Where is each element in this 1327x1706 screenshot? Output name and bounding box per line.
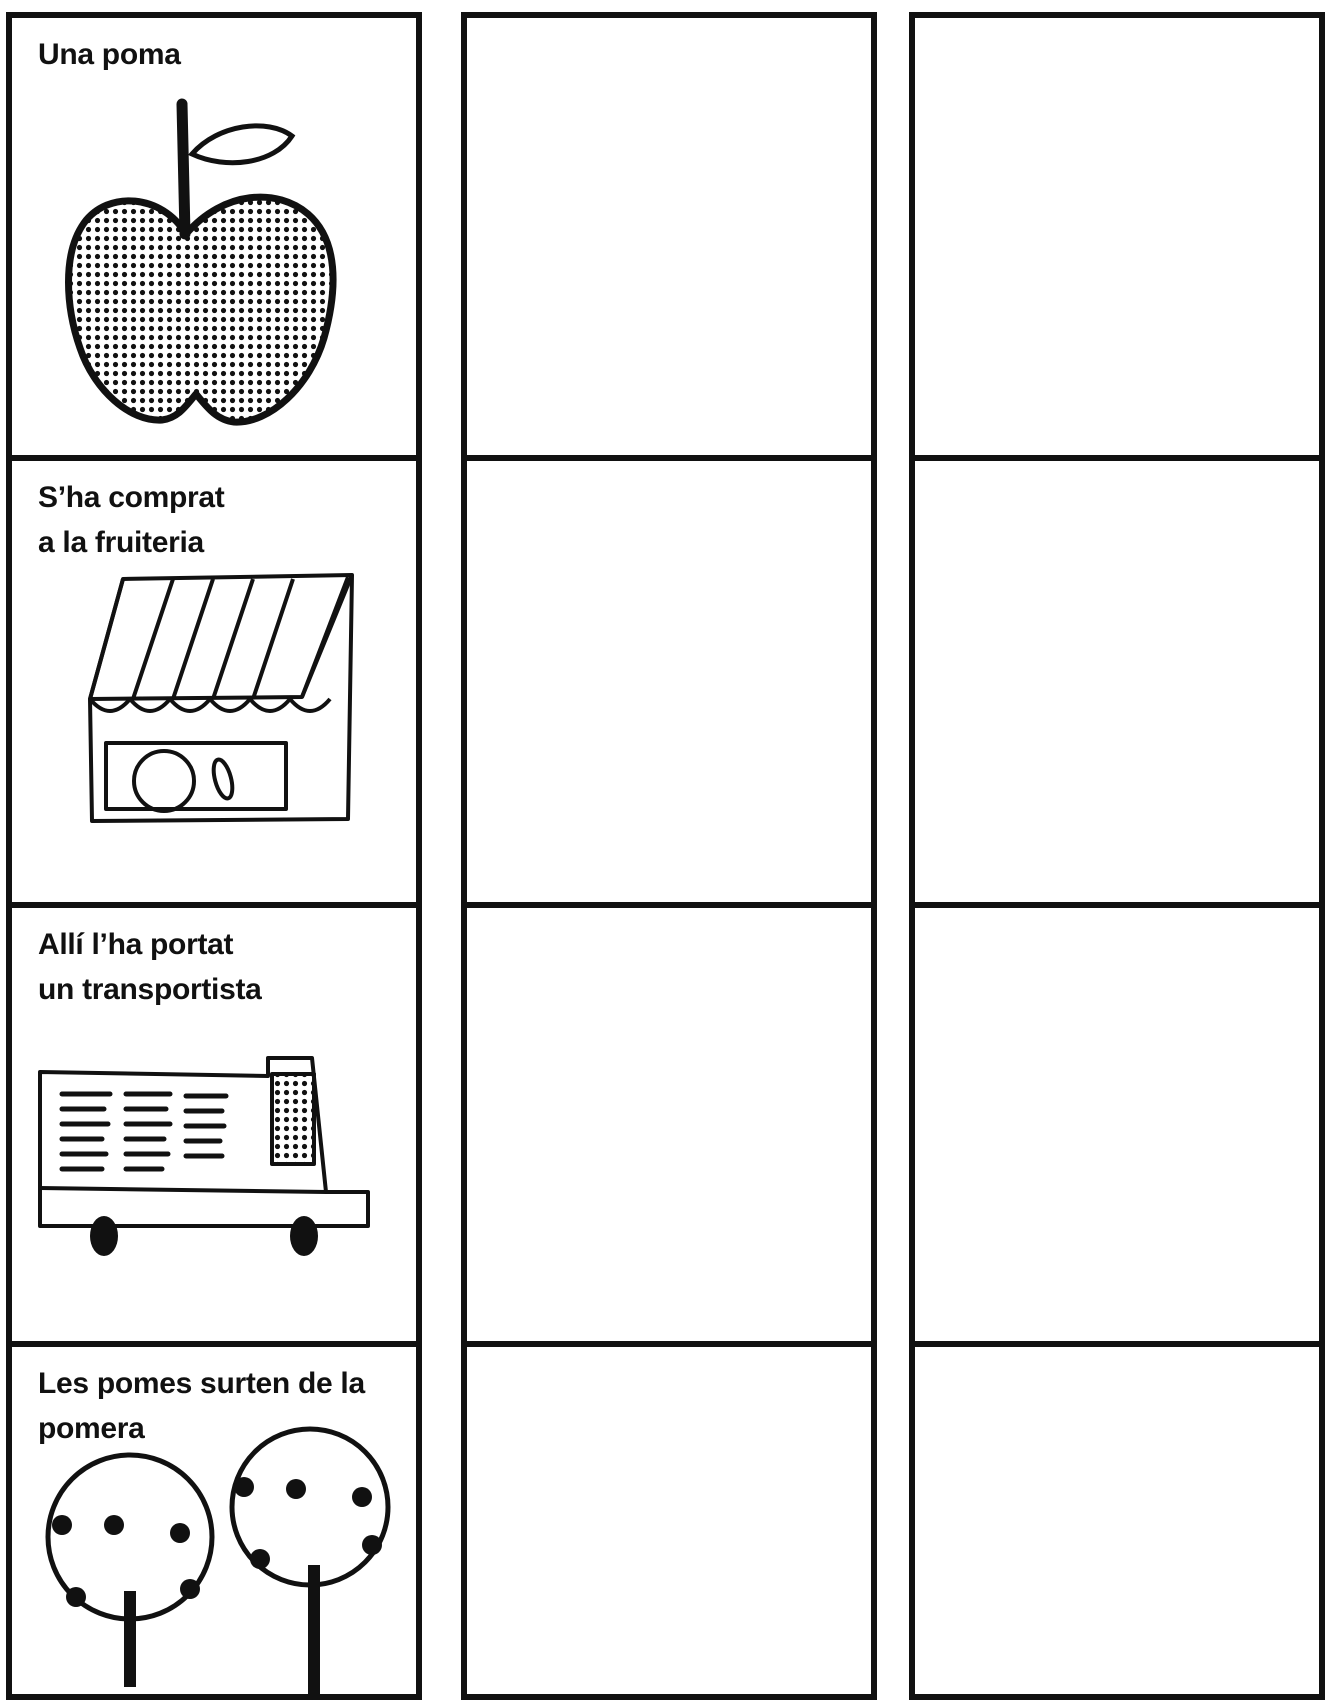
apple-trees-icon (12, 1347, 416, 1706)
apple-icon (12, 18, 416, 458)
fruit-shop-icon (12, 461, 416, 901)
cell-empty (467, 908, 871, 1347)
cell-apple: Una poma (12, 18, 416, 461)
column-2 (461, 12, 877, 1700)
cell-truck: Allí l’ha portat un transportista (12, 908, 416, 1347)
cell-apple-trees: Les pomes surten de la pomera (12, 1347, 416, 1706)
cell-empty (467, 461, 871, 908)
column-3 (909, 12, 1325, 1700)
truck-icon (12, 908, 416, 1344)
cell-empty (915, 461, 1319, 908)
column-1: Una poma S’ha comprat a la fruiteria All… (6, 12, 422, 1700)
cell-empty (915, 908, 1319, 1347)
cell-fruit-shop: S’ha comprat a la fruiteria (12, 461, 416, 908)
cell-empty (467, 18, 871, 461)
cell-empty (467, 1347, 871, 1706)
cell-empty (915, 1347, 1319, 1706)
cell-empty (915, 18, 1319, 461)
